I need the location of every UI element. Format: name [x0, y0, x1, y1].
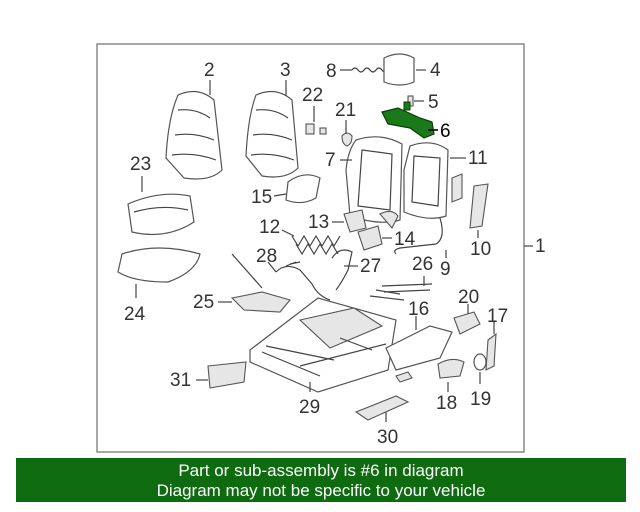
part-28[interactable]	[231, 253, 331, 301]
knob-18[interactable]	[437, 358, 465, 379]
callout-12[interactable]: 12	[259, 217, 280, 238]
cable-9[interactable]	[394, 217, 443, 255]
callout-13[interactable]: 13	[308, 212, 329, 233]
part-31[interactable]	[207, 361, 247, 389]
part-15[interactable]	[285, 174, 321, 204]
callout-3[interactable]: 3	[280, 60, 291, 81]
part-27[interactable]	[331, 249, 353, 291]
side-shield-16[interactable]	[385, 325, 453, 371]
parts-diagram: 1 2 3 22 21 8 4 5 6 7 11 10	[96, 43, 546, 453]
handle-20[interactable]	[453, 311, 481, 335]
seat-cushion-cover-23[interactable]	[127, 193, 195, 236]
part-13[interactable]	[343, 209, 367, 233]
banner-line-part: Part or sub-assembly is #6 in diagram	[178, 461, 464, 480]
callout-20[interactable]: 20	[458, 287, 479, 308]
callout-31[interactable]: 31	[170, 370, 191, 391]
callout-27[interactable]: 27	[360, 256, 381, 277]
callout-10[interactable]: 10	[470, 239, 491, 260]
callout-30[interactable]: 30	[377, 427, 398, 448]
ring-19[interactable]	[473, 353, 487, 371]
callout-16[interactable]: 16	[408, 299, 429, 320]
callout-9[interactable]: 9	[440, 259, 451, 280]
callout-11[interactable]: 11	[468, 148, 488, 169]
callout-7[interactable]: 7	[325, 150, 336, 171]
callout-24[interactable]: 24	[124, 304, 146, 325]
callout-28[interactable]: 28	[256, 246, 277, 267]
callout-19[interactable]: 19	[470, 389, 491, 410]
callout-21[interactable]: 21	[335, 100, 356, 121]
callout-26[interactable]: 26	[412, 254, 433, 275]
callout-1[interactable]: 1	[535, 236, 546, 257]
part-14[interactable]	[357, 225, 383, 251]
callout-18[interactable]: 18	[436, 393, 457, 414]
banner-line-disclaimer: Diagram may not be specific to your vehi…	[156, 481, 486, 500]
callout-2[interactable]: 2	[204, 60, 215, 81]
part-30[interactable]	[354, 395, 410, 421]
callout-5[interactable]: 5	[428, 92, 439, 113]
part-25[interactable]	[230, 291, 291, 313]
part-info-banner: Part or sub-assembly is #6 in diagram Di…	[16, 458, 626, 502]
spring-8[interactable]	[351, 67, 389, 73]
callout-17[interactable]: 17	[487, 306, 508, 327]
callout-4[interactable]: 4	[430, 60, 441, 81]
seat-back-panel-11[interactable]	[403, 142, 449, 219]
part-21[interactable]	[341, 132, 353, 147]
callout-14[interactable]: 14	[394, 229, 416, 250]
callout-29[interactable]: 29	[299, 397, 320, 418]
part-26[interactable]	[369, 283, 433, 301]
callout-6[interactable]: 6	[440, 121, 451, 142]
spring-12[interactable]	[291, 234, 341, 248]
seat-back-frame-7[interactable]	[345, 136, 403, 223]
diagram-frame	[96, 43, 525, 453]
callout-23[interactable]: 23	[130, 154, 151, 175]
seat-cushion-pad-24[interactable]	[117, 247, 201, 283]
part-10[interactable]	[469, 183, 489, 229]
head-restraint-support-6[interactable]	[381, 107, 435, 139]
headrest-4[interactable]	[383, 53, 415, 86]
callout-22[interactable]: 22	[302, 85, 323, 106]
part-22[interactable]	[305, 123, 315, 135]
callout-15[interactable]: 15	[251, 187, 272, 208]
callout-25[interactable]: 25	[193, 292, 214, 313]
callout-8[interactable]: 8	[326, 61, 337, 82]
part-17[interactable]	[485, 332, 497, 371]
